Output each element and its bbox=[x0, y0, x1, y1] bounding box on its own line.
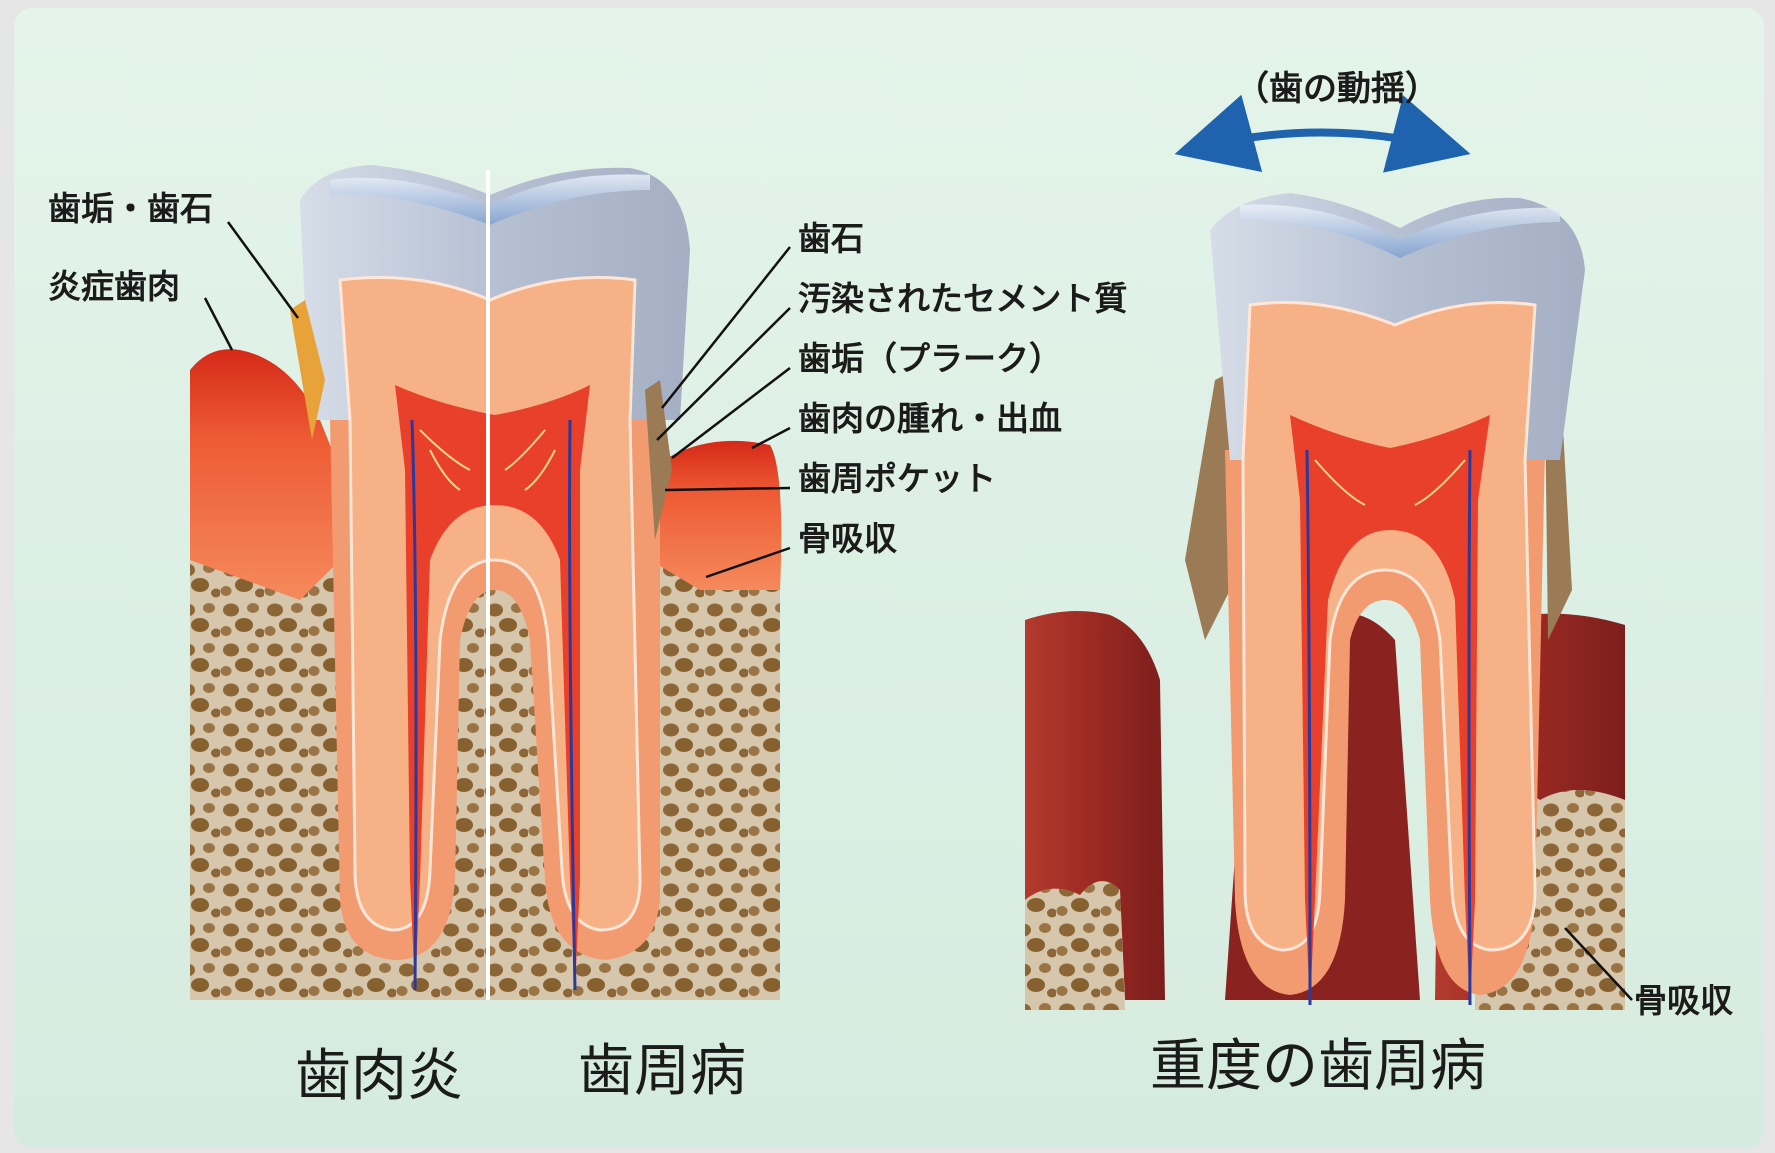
callout-bone-resorption: 骨吸収 bbox=[798, 519, 898, 558]
resorbed-bone-left bbox=[1025, 881, 1125, 1010]
right-root-vessel-right bbox=[1469, 450, 1470, 1005]
callout-periodontal-pocket: 歯周ポケット bbox=[798, 459, 996, 498]
callout-calculus: 歯石 bbox=[798, 219, 864, 258]
callout-right-bone-resorption: 骨吸収 bbox=[1634, 981, 1734, 1020]
callout-inflamed-gum: 炎症歯肉 bbox=[48, 267, 180, 306]
caption-periodontitis: 歯周病 bbox=[578, 1039, 746, 1104]
caption-gingivitis: 歯肉炎 bbox=[295, 1044, 463, 1109]
label-tooth-mobility: （歯の動揺） bbox=[1235, 69, 1439, 109]
caption-severe-periodontitis: 重度の歯周病 bbox=[1150, 1034, 1486, 1099]
callout-gum-swelling: 歯肉の腫れ・出血 bbox=[798, 399, 1062, 438]
callout-plaque: 歯垢（プラーク） bbox=[798, 339, 1062, 378]
callout-plaque-calculus: 歯垢・歯石 bbox=[48, 189, 213, 228]
callout-contaminated-cementum: 汚染されたセメント質 bbox=[798, 279, 1127, 318]
